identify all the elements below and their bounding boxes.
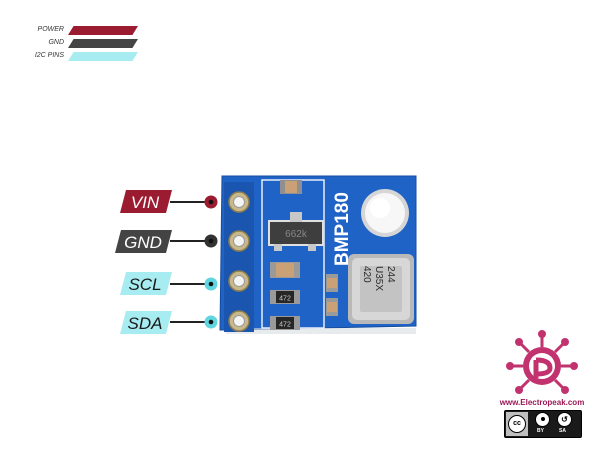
pin-callout-gnd: GND [115, 230, 218, 253]
board-name: BMP180 [332, 192, 353, 266]
chip-marking-1: 420 [361, 266, 372, 283]
pin-callout-scl: SCL [120, 272, 218, 295]
header-holes [228, 191, 250, 332]
resistor-code: 472 [279, 296, 291, 303]
legend-label: I2C PINS [34, 52, 64, 59]
sa-icon: ↺ [557, 412, 572, 427]
sensor-chip: 420 U35X 244 [348, 254, 414, 324]
pin-label-tag [120, 272, 172, 295]
resistor-code: 472 [279, 322, 291, 329]
pin-label-tag [115, 230, 172, 253]
cc-icon: cc [508, 415, 526, 433]
legend-swatch [68, 26, 138, 35]
pin-label-text: GND [124, 233, 162, 252]
pin-callout-sda: SDA [120, 311, 218, 334]
legend-swatch [68, 52, 138, 61]
sa-label: SA [559, 428, 566, 434]
pin-label-tag [120, 190, 172, 213]
legend-swatch [68, 39, 138, 48]
legend-item-gnd: GND [40, 37, 138, 50]
pin-label-tag [120, 311, 172, 334]
chip-marking-3: 244 [385, 266, 396, 283]
resistor-2: 472 [270, 316, 300, 330]
pin-label-text: VIN [131, 193, 160, 212]
legend-label: GND [48, 39, 64, 46]
legend-item-power: POWER [37, 24, 138, 37]
regulator-code: 662k [285, 229, 308, 240]
pin-label-text: SCL [128, 275, 161, 294]
bmp180-board: 662k 472 472 BMP180 420 U35X [219, 175, 417, 334]
pin-label-text: SDA [128, 314, 163, 333]
capacitor-mid [270, 262, 300, 278]
brand-url[interactable]: www.Electropeak.com [499, 398, 585, 407]
legend-item-i2c: I2C PINS [35, 50, 138, 63]
pin-callout-vin: VIN [120, 190, 218, 213]
electropeak-logo-icon [506, 330, 578, 394]
resistor-1: 472 [270, 290, 300, 304]
by-label: BY [537, 428, 544, 434]
legend-label: POWER [37, 26, 64, 33]
legend: POWER GND I2C PINS [35, 24, 138, 63]
chip-marking-2: U35X [373, 266, 384, 291]
cc-license-badge: cc ↺ BY SA [504, 410, 582, 438]
by-icon [535, 412, 550, 427]
